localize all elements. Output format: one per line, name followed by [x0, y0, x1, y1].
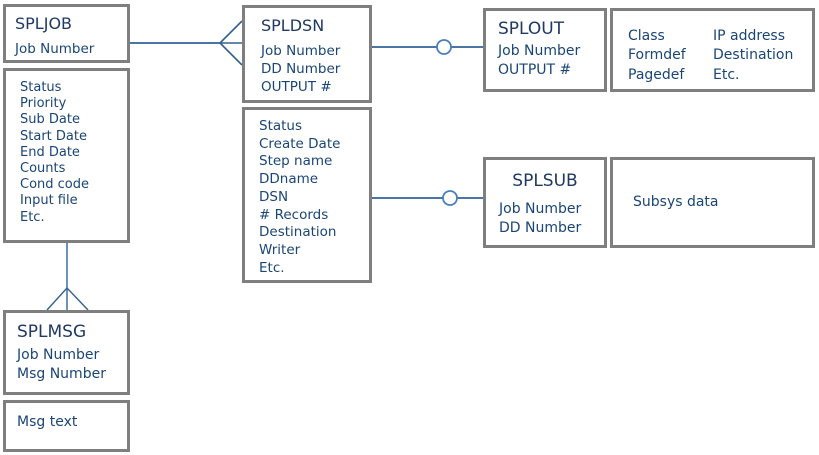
- entity-attribute: Create Date: [259, 135, 341, 152]
- entity-key: OUTPUT #: [498, 61, 572, 78]
- entity-spldsn-attributes-box: Status Create Date Step name DDname DSN …: [242, 107, 372, 283]
- entity-attribute: Subsys data: [633, 194, 719, 210]
- entity-key: Msg Number: [17, 366, 106, 382]
- entity-title-spljob: SPLJOB: [15, 14, 73, 33]
- crow-foot-icon-spldsn: [219, 20, 243, 66]
- entity-attribute: IP address: [713, 28, 786, 44]
- optional-circle-icon-splout: [436, 39, 452, 55]
- entity-key: Job Number: [15, 41, 95, 57]
- entity-key: Job Number: [498, 43, 581, 59]
- entity-spljob-header-box: SPLJOB Job Number: [3, 4, 130, 63]
- entity-splout-attributes-box: Class Formdef Pagedef IP address Destina…: [610, 8, 815, 92]
- entity-splout-header-box: SPLOUT Job Number OUTPUT #: [483, 8, 607, 92]
- entity-splsub-attributes-box: Subsys data: [610, 157, 815, 248]
- entity-splsub-header-box: SPLSUB Job Number DD Number: [483, 157, 607, 248]
- entity-attribute: Writer: [259, 241, 301, 258]
- optional-circle-icon-splsub: [442, 190, 458, 206]
- entity-attribute: Destination: [713, 47, 794, 64]
- entity-title-splsub: SPLSUB: [512, 171, 578, 191]
- entity-attribute: Msg text: [17, 414, 78, 430]
- entity-attribute: Start Date: [20, 128, 87, 144]
- entity-attribute: Etc.: [259, 259, 285, 276]
- entity-attribute: Status: [259, 118, 303, 134]
- entity-attribute: Etc.: [713, 66, 740, 83]
- entity-key: DD Number: [261, 61, 341, 77]
- entity-attribute: Input file: [20, 193, 78, 209]
- crow-foot-icon-splmsg: [46, 287, 89, 311]
- entity-key: Job Number: [17, 347, 100, 363]
- entity-attribute: Etc.: [20, 209, 45, 225]
- entity-attribute: Status: [20, 80, 62, 95]
- entity-attribute: Pagedef: [628, 66, 685, 83]
- entity-splmsg-attributes-box: Msg text: [3, 400, 130, 452]
- entity-key: Job Number: [261, 43, 341, 59]
- entity-attribute: End Date: [20, 144, 80, 160]
- entity-key: Job Number: [499, 201, 582, 217]
- entity-attribute: DDname: [259, 171, 319, 188]
- entity-key: DD Number: [499, 220, 582, 236]
- entity-attribute: Formdef: [628, 47, 686, 64]
- entity-attribute: Destination: [259, 224, 337, 241]
- entity-attribute: Priority: [20, 96, 67, 112]
- entity-attribute: Sub Date: [20, 112, 80, 128]
- entity-attribute: DSN: [259, 188, 289, 205]
- entity-title-splmsg: SPLMSG: [17, 322, 87, 342]
- entity-attribute: Counts: [20, 161, 66, 177]
- entity-title-splout: SPLOUT: [498, 19, 565, 39]
- entity-attribute: Class: [628, 28, 665, 44]
- entity-key: OUTPUT #: [261, 79, 332, 95]
- entity-spljob-attributes-box: Status Priority Sub Date Start Date End …: [3, 68, 130, 243]
- entity-attribute: Step name: [259, 153, 333, 170]
- entity-title-spldsn: SPLDSN: [261, 16, 325, 35]
- entity-spldsn-header-box: SPLDSN Job Number DD Number OUTPUT #: [242, 5, 372, 103]
- entity-attribute: Cond code: [20, 177, 90, 193]
- entity-attribute: # Records: [259, 206, 329, 223]
- entity-splmsg-header-box: SPLMSG Job Number Msg Number: [3, 310, 130, 395]
